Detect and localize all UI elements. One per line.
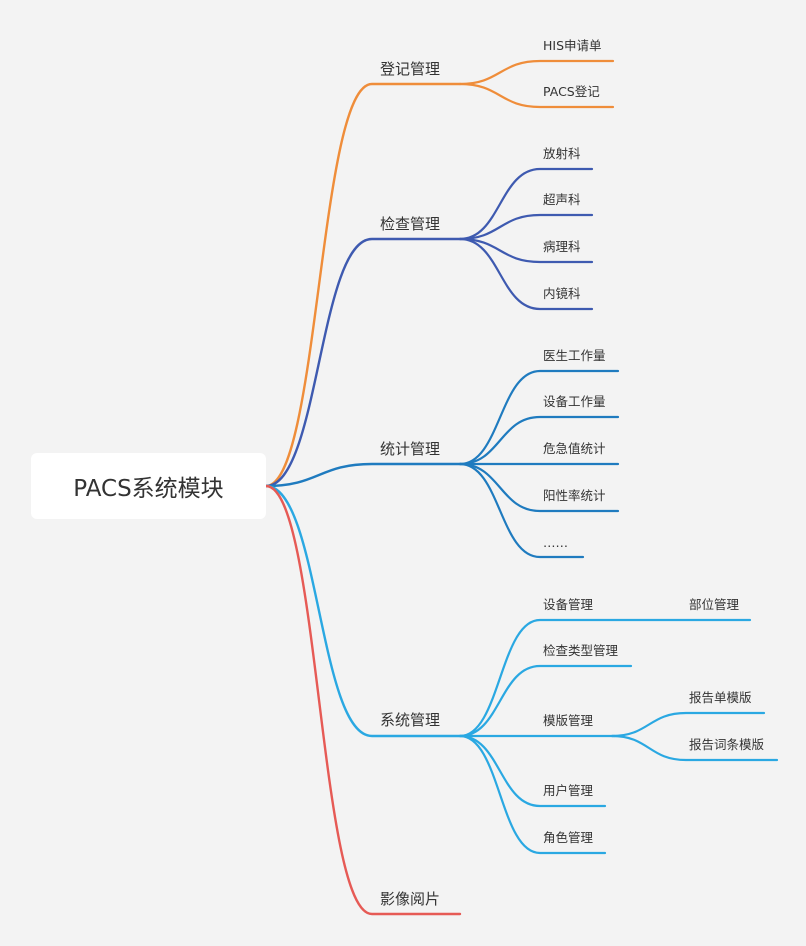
connector-doctor-workload bbox=[458, 369, 620, 466]
node-pathology[interactable]: 病理科 bbox=[543, 239, 581, 254]
node-device-management[interactable]: 设备管理 bbox=[543, 597, 594, 612]
connector-report-phrase-template bbox=[610, 734, 779, 762]
node-radiology[interactable]: 放射科 bbox=[543, 146, 581, 161]
connector-report-template bbox=[610, 711, 766, 738]
root-label: PACS系统模块 bbox=[73, 476, 224, 502]
connector-endoscopy bbox=[458, 237, 594, 311]
node-exam-type-management[interactable]: 检查类型管理 bbox=[543, 643, 619, 658]
node-pacs-register[interactable]: PACS登记 bbox=[543, 84, 600, 99]
node-body-part-management[interactable]: 部位管理 bbox=[689, 597, 740, 612]
node-report-phrase-template[interactable]: 报告词条模版 bbox=[689, 737, 765, 752]
connector-radiology bbox=[458, 167, 594, 241]
node-his-request[interactable]: HIS申请单 bbox=[543, 38, 602, 53]
connector-user-management bbox=[458, 734, 607, 808]
node-positive-rate-stats[interactable]: 阳性率统计 bbox=[543, 488, 606, 503]
connector-ultrasound bbox=[458, 213, 594, 241]
node-more[interactable]: …… bbox=[543, 535, 568, 550]
connector-pathology bbox=[458, 237, 594, 264]
connector-statistics bbox=[264, 462, 462, 488]
node-role-management[interactable]: 角色管理 bbox=[543, 830, 594, 845]
connector-system bbox=[264, 484, 462, 738]
node-user-management[interactable]: 用户管理 bbox=[543, 783, 594, 798]
node-endoscopy[interactable]: 内镜科 bbox=[543, 286, 581, 301]
node-ultrasound[interactable]: 超声科 bbox=[543, 192, 581, 207]
connector-pacs-register bbox=[458, 82, 615, 109]
branch-statistics[interactable]: 统计管理 bbox=[380, 440, 441, 458]
connector-more bbox=[458, 462, 585, 559]
connector-role-management bbox=[458, 734, 607, 855]
connector-registration bbox=[264, 82, 462, 488]
connector-device-workload bbox=[458, 415, 620, 466]
node-template-management[interactable]: 模版管理 bbox=[543, 713, 594, 728]
branch-exam[interactable]: 检查管理 bbox=[380, 215, 441, 233]
connector-his-request bbox=[458, 59, 615, 86]
branch-imaging[interactable]: 影像阅片 bbox=[380, 890, 441, 908]
connector-imaging bbox=[264, 484, 462, 916]
node-report-template[interactable]: 报告单模版 bbox=[689, 690, 752, 705]
connector-device-management bbox=[458, 618, 752, 738]
branch-system[interactable]: 系统管理 bbox=[380, 711, 441, 729]
node-doctor-workload[interactable]: 医生工作量 bbox=[543, 348, 606, 363]
connector-exam-type-management bbox=[458, 664, 633, 738]
connector-exam bbox=[264, 237, 462, 488]
node-device-workload[interactable]: 设备工作量 bbox=[543, 394, 606, 409]
root-node[interactable]: PACS系统模块 bbox=[31, 453, 266, 519]
node-critical-value-stats[interactable]: 危急值统计 bbox=[543, 441, 606, 456]
connector-positive-rate-stats bbox=[458, 462, 620, 513]
branch-registration[interactable]: 登记管理 bbox=[380, 60, 441, 78]
